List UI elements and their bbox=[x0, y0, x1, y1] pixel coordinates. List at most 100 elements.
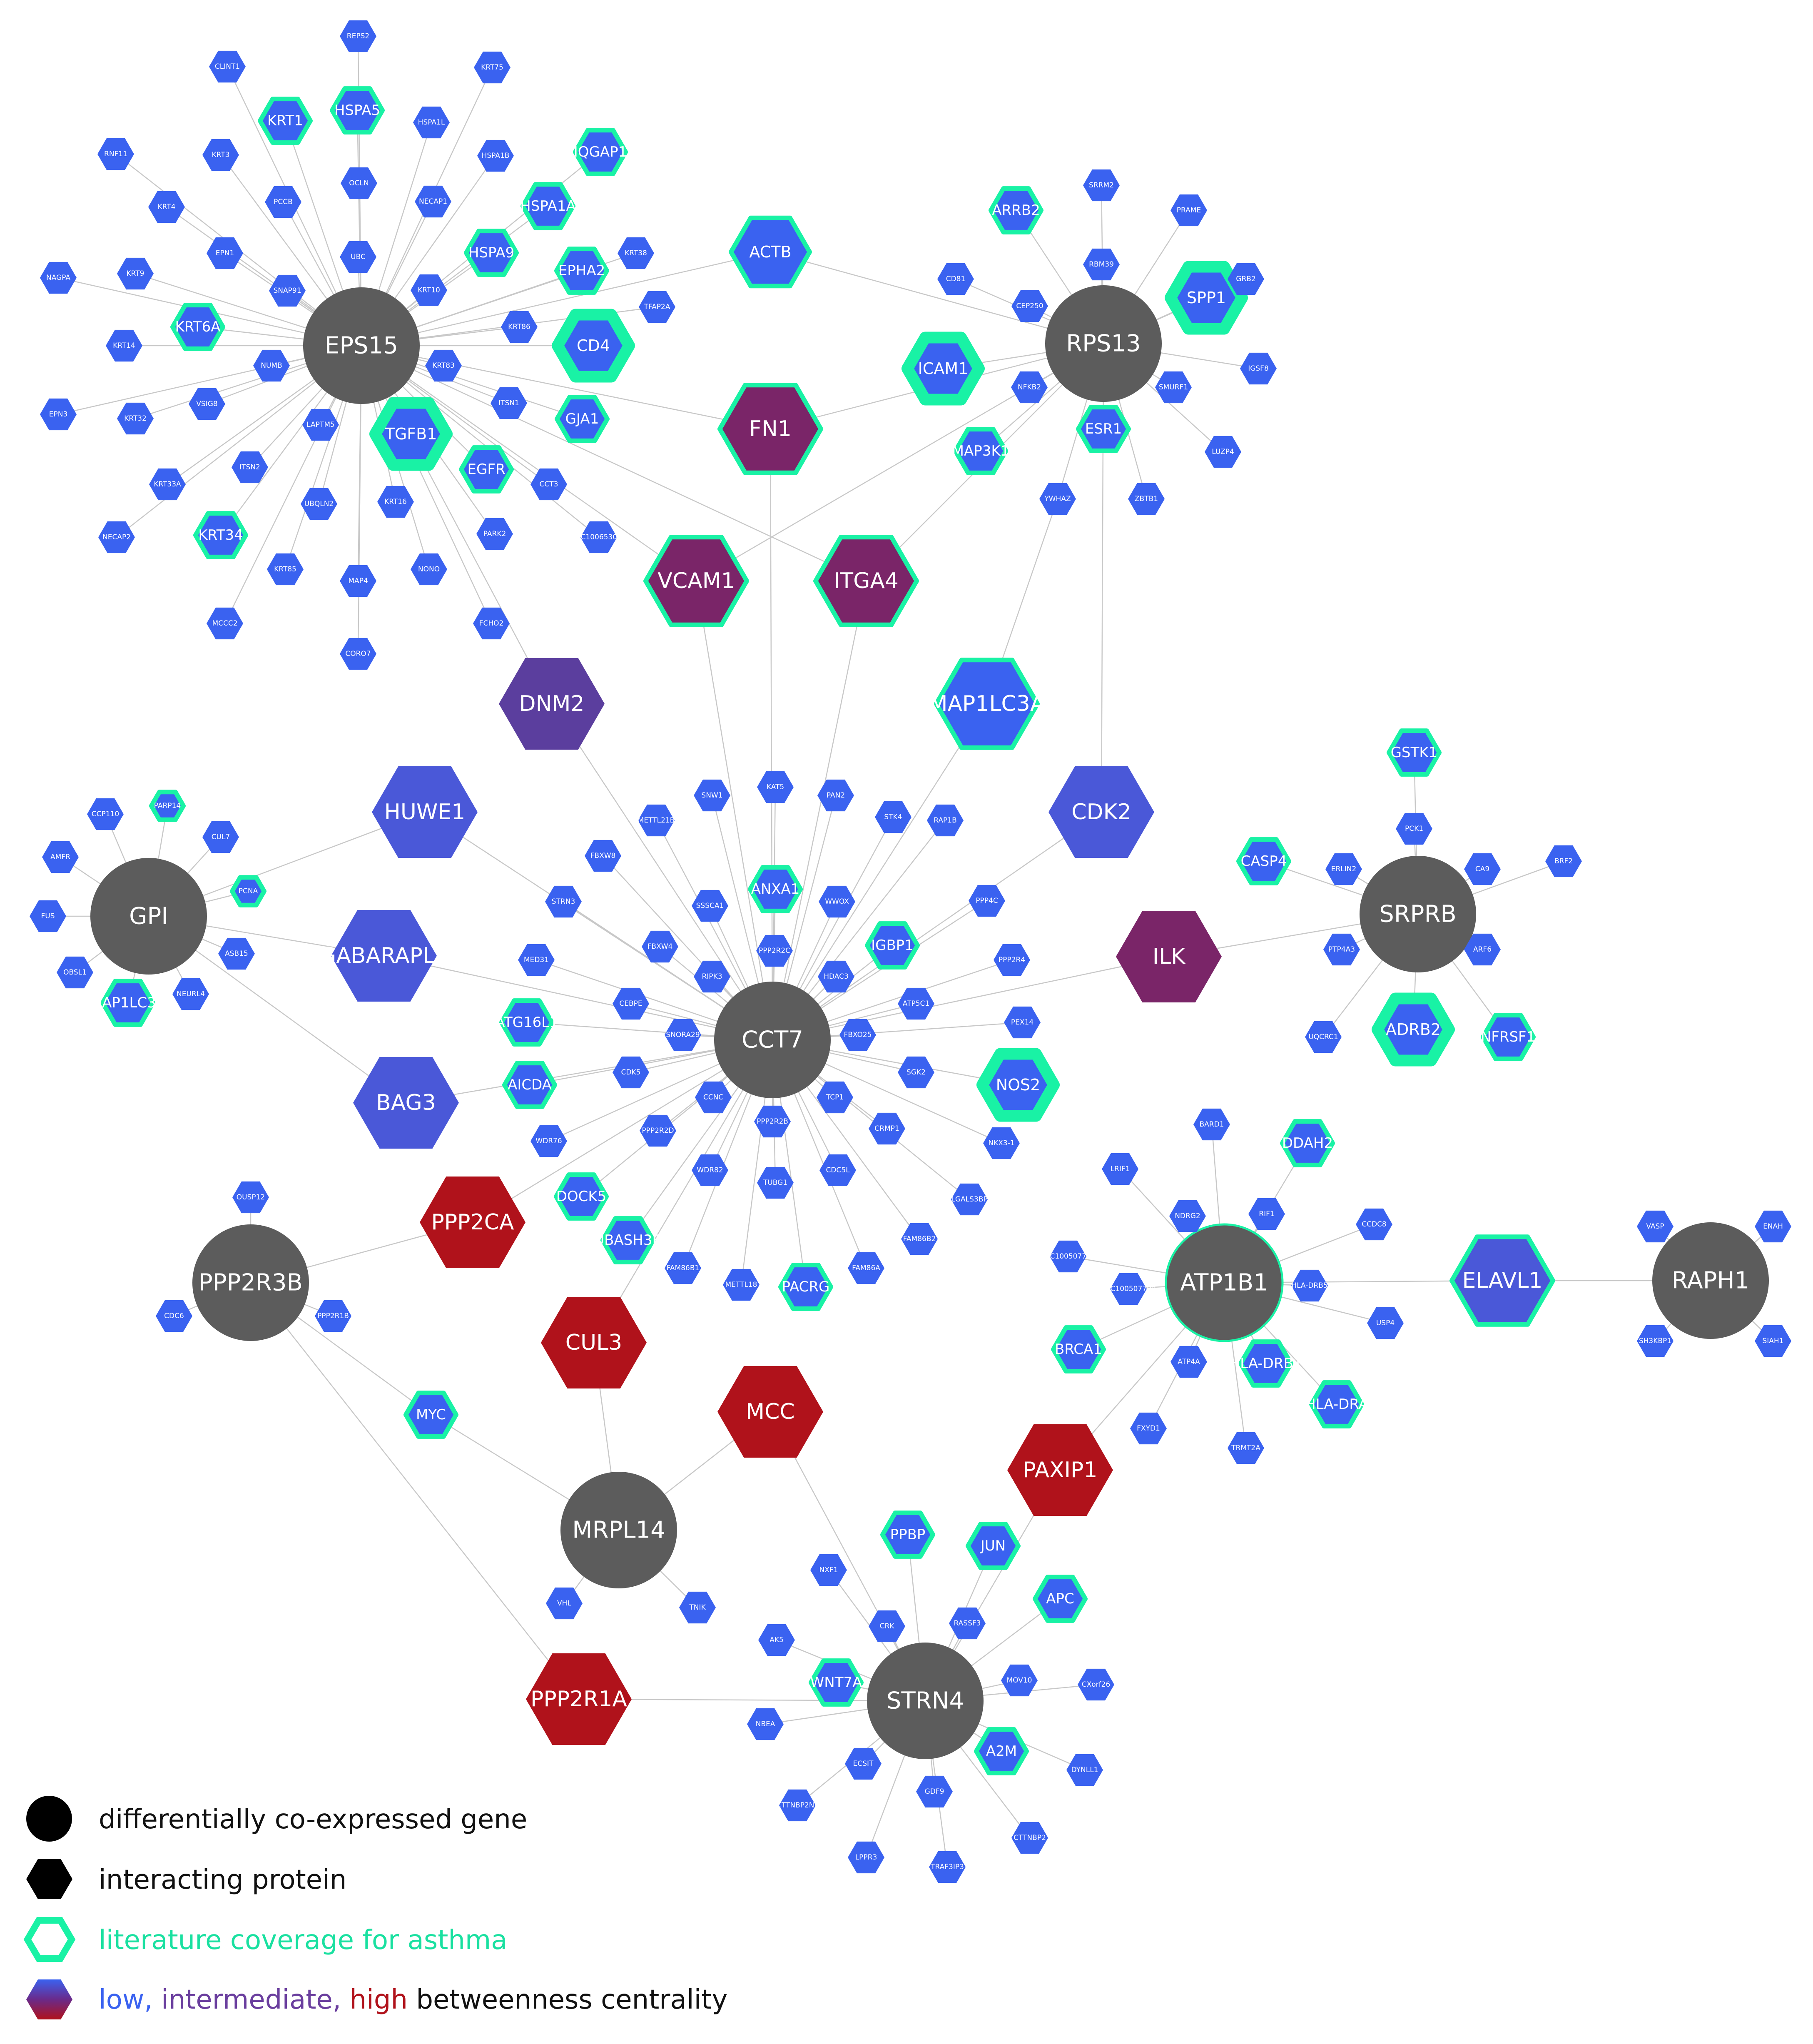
protein-node-igbp1[interactable]: IGBP1 bbox=[865, 921, 920, 970]
protein-node-krt86[interactable]: KRT86 bbox=[501, 311, 538, 343]
protein-node-fcho2[interactable]: FCHO2 bbox=[473, 607, 510, 640]
protein-node-wwox[interactable]: WWOX bbox=[819, 885, 855, 918]
gene-node-srprb[interactable]: SRPRB bbox=[1360, 856, 1476, 972]
protein-node-gstk1[interactable]: GSTK1 bbox=[1387, 728, 1442, 777]
protein-node-hspa9[interactable]: HSPA9 bbox=[464, 229, 519, 277]
protein-node-paxip1[interactable]: PAXIP1 bbox=[1007, 1424, 1113, 1516]
gene-node-ppp2r3b[interactable]: PPP2R3B bbox=[192, 1224, 309, 1341]
protein-node-ppbp[interactable]: PPBP bbox=[880, 1511, 935, 1559]
protein-node-krt14[interactable]: KRT14 bbox=[106, 329, 142, 362]
protein-node-pck1[interactable]: PCK1 bbox=[1396, 813, 1432, 845]
protein-node-ppp2r1b[interactable]: PPP2R1B bbox=[315, 1300, 351, 1332]
protein-node-pex14[interactable]: PEX14 bbox=[1004, 1006, 1041, 1039]
protein-node-ppp2ca[interactable]: PPP2CA bbox=[420, 1177, 525, 1268]
protein-node-vhl[interactable]: VHL bbox=[546, 1587, 583, 1620]
protein-node-casp4[interactable]: CASP4 bbox=[1236, 837, 1291, 885]
protein-node-nagpa[interactable]: NAGPA bbox=[40, 262, 77, 294]
protein-node-obsl1[interactable]: OBSL1 bbox=[57, 956, 93, 989]
protein-node-loc100507709[interactable]: LOC100507709 bbox=[1101, 1273, 1156, 1305]
protein-node-krt9[interactable]: KRT9 bbox=[117, 257, 154, 290]
protein-node-fbxw4[interactable]: FBXW4 bbox=[642, 930, 678, 963]
protein-node-snw1[interactable]: SNW1 bbox=[694, 779, 730, 812]
protein-node-a2m[interactable]: A2M bbox=[974, 1727, 1029, 1775]
protein-node-nos2[interactable]: NOS2 bbox=[976, 1048, 1060, 1122]
protein-node-ddah2[interactable]: DDAH2 bbox=[1280, 1119, 1335, 1167]
protein-node-ppp2r2b[interactable]: PPP2R2B bbox=[754, 1105, 791, 1138]
gene-node-rps13[interactable]: RPS13 bbox=[1045, 285, 1162, 402]
protein-node-egfr[interactable]: EGFR bbox=[459, 445, 514, 494]
protein-node-gabarapl2[interactable]: GABARAPL2 bbox=[319, 910, 448, 1002]
protein-node-itsn1[interactable]: ITSN1 bbox=[491, 387, 527, 419]
protein-node-clint1[interactable]: CLINT1 bbox=[209, 50, 246, 83]
protein-node-rassf3[interactable]: RASSF3 bbox=[949, 1607, 986, 1640]
protein-node-ilk[interactable]: ILK bbox=[1116, 911, 1222, 1002]
protein-node-atp5c1[interactable]: ATP5C1 bbox=[898, 987, 934, 1020]
gene-node-cct7[interactable]: CCT7 bbox=[714, 982, 831, 1098]
protein-node-tfap2a[interactable]: TFAP2A bbox=[639, 291, 675, 323]
protein-node-amfr[interactable]: AMFR bbox=[42, 841, 79, 873]
protein-node-cdk5[interactable]: CDK5 bbox=[613, 1056, 649, 1089]
protein-node-ecsit[interactable]: ECSIT bbox=[845, 1747, 882, 1780]
protein-node-wdr76[interactable]: WDR76 bbox=[530, 1125, 567, 1157]
protein-node-cul7[interactable]: CUL7 bbox=[202, 821, 239, 853]
protein-node-cttnbp2[interactable]: CTTNBP2 bbox=[1011, 1822, 1048, 1854]
protein-node-cdc6[interactable]: CDC6 bbox=[156, 1300, 192, 1332]
protein-node-aicda[interactable]: AICDA bbox=[502, 1061, 557, 1109]
protein-node-cd4[interactable]: CD4 bbox=[552, 309, 635, 383]
protein-node-krt85[interactable]: KRT85 bbox=[267, 553, 304, 586]
protein-node-cul3[interactable]: CUL3 bbox=[541, 1297, 647, 1388]
protein-node-lgals3bp[interactable]: LGALS3BP bbox=[951, 1183, 988, 1216]
protein-node-atg16l1[interactable]: ATG16L1 bbox=[495, 998, 558, 1047]
protein-node-sh3kbp1[interactable]: SH3KBP1 bbox=[1637, 1325, 1674, 1357]
protein-node-vasp[interactable]: VASP bbox=[1637, 1210, 1674, 1243]
protein-node-apc[interactable]: APC bbox=[1033, 1575, 1088, 1623]
protein-node-dock5[interactable]: DOCK5 bbox=[554, 1172, 609, 1221]
protein-node-map3k1[interactable]: MAP3K1 bbox=[952, 427, 1010, 475]
protein-node-hla-dra[interactable]: HLA-DRA bbox=[1305, 1380, 1368, 1428]
protein-node-hspa1l[interactable]: HSPA1L bbox=[413, 106, 450, 139]
protein-node-cebpe[interactable]: CEBPE bbox=[613, 987, 649, 1020]
protein-node-cxorf26[interactable]: CXorf26 bbox=[1078, 1668, 1114, 1701]
protein-node-ptp4a3[interactable]: PTP4A3 bbox=[1323, 933, 1360, 966]
protein-node-kat5[interactable]: KAT5 bbox=[757, 771, 794, 803]
protein-node-mcc[interactable]: MCC bbox=[717, 1366, 823, 1458]
protein-node-bag3[interactable]: BAG3 bbox=[353, 1057, 459, 1149]
protein-node-ywhaz[interactable]: YWHAZ bbox=[1039, 483, 1076, 515]
protein-node-luzp4[interactable]: LUZP4 bbox=[1205, 436, 1241, 468]
protein-node-hdac3[interactable]: HDAC3 bbox=[818, 960, 854, 993]
protein-node-brca1[interactable]: BRCA1 bbox=[1051, 1325, 1106, 1373]
protein-node-enah[interactable]: ENAH bbox=[1755, 1210, 1791, 1243]
protein-node-wnt7a[interactable]: WNT7A bbox=[809, 1658, 864, 1707]
protein-node-krt75[interactable]: KRT75 bbox=[474, 51, 511, 84]
protein-node-laptm5[interactable]: LAPTM5 bbox=[302, 409, 339, 441]
protein-node-pacrg[interactable]: PACRG bbox=[778, 1263, 833, 1311]
protein-node-srrm2[interactable]: SRRM2 bbox=[1083, 169, 1120, 202]
protein-node-tubg1[interactable]: TUBG1 bbox=[757, 1167, 794, 1199]
protein-node-erlin2[interactable]: ERLIN2 bbox=[1325, 853, 1362, 885]
protein-node-itsn2[interactable]: ITSN2 bbox=[232, 451, 268, 484]
protein-node-ca9[interactable]: CA9 bbox=[1464, 853, 1501, 885]
protein-node-rif1[interactable]: RIF1 bbox=[1248, 1198, 1285, 1230]
protein-node-myc[interactable]: MYC bbox=[403, 1391, 458, 1439]
protein-node-ripk3[interactable]: RIPK3 bbox=[694, 960, 730, 993]
protein-node-nono[interactable]: NONO bbox=[411, 553, 447, 586]
protein-node-siah1[interactable]: SIAH1 bbox=[1755, 1325, 1791, 1357]
protein-node-krt1[interactable]: KRT1 bbox=[258, 97, 313, 145]
protein-node-fbxo25[interactable]: FBXO25 bbox=[839, 1019, 876, 1051]
protein-node-pan2[interactable]: PAN2 bbox=[817, 779, 854, 812]
protein-node-fam86a[interactable]: FAM86A bbox=[848, 1252, 884, 1284]
protein-node-med31[interactable]: MED31 bbox=[518, 944, 555, 976]
protein-node-ubc[interactable]: UBC bbox=[340, 241, 376, 273]
protein-node-cct3[interactable]: CCT3 bbox=[530, 468, 567, 501]
gene-node-atp1b1[interactable]: ATP1B1 bbox=[1165, 1223, 1284, 1342]
protein-node-pcna[interactable]: PCNA bbox=[230, 875, 266, 907]
protein-node-cep250[interactable]: CEP250 bbox=[1011, 290, 1048, 322]
protein-node-fam86b1[interactable]: FAM86B1 bbox=[665, 1252, 701, 1284]
protein-node-uqcrc1[interactable]: UQCRC1 bbox=[1305, 1021, 1342, 1053]
protein-node-crmp1[interactable]: CRMP1 bbox=[869, 1112, 905, 1145]
protein-node-rnf11[interactable]: RNF11 bbox=[97, 138, 134, 170]
protein-node-ppp2r2c[interactable]: PPP2R2C bbox=[756, 935, 793, 967]
protein-node-wdr82[interactable]: WDR82 bbox=[692, 1154, 728, 1187]
protein-node-fxyd1[interactable]: FXYD1 bbox=[1130, 1412, 1167, 1445]
protein-node-cttnbp2nl[interactable]: CTTNBP2NL bbox=[777, 1789, 819, 1822]
